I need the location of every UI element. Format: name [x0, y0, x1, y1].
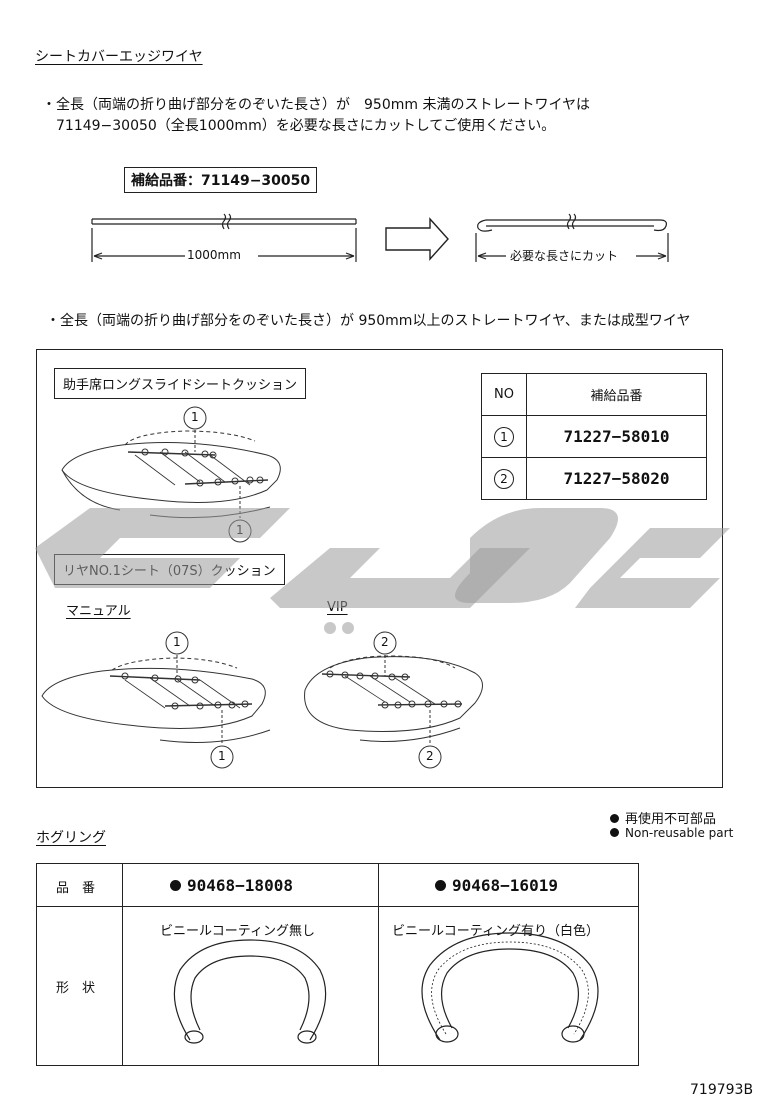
- seat-wire-parts-table: NO 補給品番 1 71227−58010 2 71227−58020: [481, 373, 707, 500]
- row-no-2: 2: [494, 469, 514, 489]
- callout-1-top: 1: [191, 410, 199, 424]
- manual-label: マニュアル: [66, 604, 131, 619]
- straight-wire-diagram: [91, 213, 669, 262]
- note2: ・全長（両端の折り曲げ部分をのぞいた長さ）が 950mm以上のストレートワイヤ、…: [46, 313, 691, 329]
- hog-part-2: 90468−16019: [435, 876, 558, 895]
- hog-row-divider: [37, 906, 638, 907]
- hog-ring-table: [36, 863, 639, 1066]
- hog-ring-heading: ホグリング: [36, 830, 106, 846]
- table-header-part: 補給品番: [526, 373, 707, 416]
- row-no-1: 1: [494, 427, 514, 447]
- hog-desc-1: ビニールコーティング無し: [160, 924, 315, 939]
- hog-row-label-shape: 形 状: [56, 981, 96, 996]
- table-row: 1 71227−58010: [481, 415, 707, 458]
- hog-part-1: 90468−18008: [170, 876, 293, 895]
- callout-1-manual-top: 1: [173, 635, 181, 649]
- callout-2-vip-top: 2: [381, 635, 389, 649]
- footer-code: 719793B: [690, 1082, 754, 1098]
- note1-line1: ・全長（両端の折り曲げ部分をのぞいた長さ）が 950mm 未満のストレートワイヤ…: [42, 97, 591, 113]
- hog-desc-2: ビニールコーティング有り（白色）: [392, 924, 599, 939]
- callout-1-manual-bottom: 1: [218, 749, 226, 763]
- passenger-seat-title: 助手席ロングスライドシートクッション: [54, 368, 307, 399]
- hog-col-divider-2: [378, 864, 379, 1065]
- row-part-1: 71227−58010: [526, 415, 707, 458]
- legend-jp: 再使用不可部品: [610, 808, 716, 827]
- non-reusable-dot-icon: [170, 880, 181, 891]
- table-row: 2 71227−58020: [481, 457, 707, 500]
- note1-line2: 71149−30050（全長1000mm）を必要な長さにカットしてご使用ください…: [56, 118, 556, 134]
- non-reusable-dot-icon: [435, 880, 446, 891]
- callout-2-vip-bottom: 2: [426, 749, 434, 763]
- edge-wire-heading: シートカバーエッジワイヤ: [35, 49, 203, 65]
- cut-to-length-label: 必要な長さにカット: [510, 249, 619, 263]
- hog-col-divider-1: [122, 864, 123, 1065]
- non-reusable-dot-icon: [610, 828, 619, 837]
- legend-en: Non-reusable part: [610, 826, 733, 840]
- dimension-1000mm: 1000mm: [187, 248, 241, 262]
- row-part-2: 71227−58020: [526, 457, 707, 500]
- non-reusable-dot-icon: [610, 814, 619, 823]
- hog-row-label-part: 品 番: [56, 881, 96, 896]
- supply-part-box: 補給品番：71149−30050: [124, 167, 318, 193]
